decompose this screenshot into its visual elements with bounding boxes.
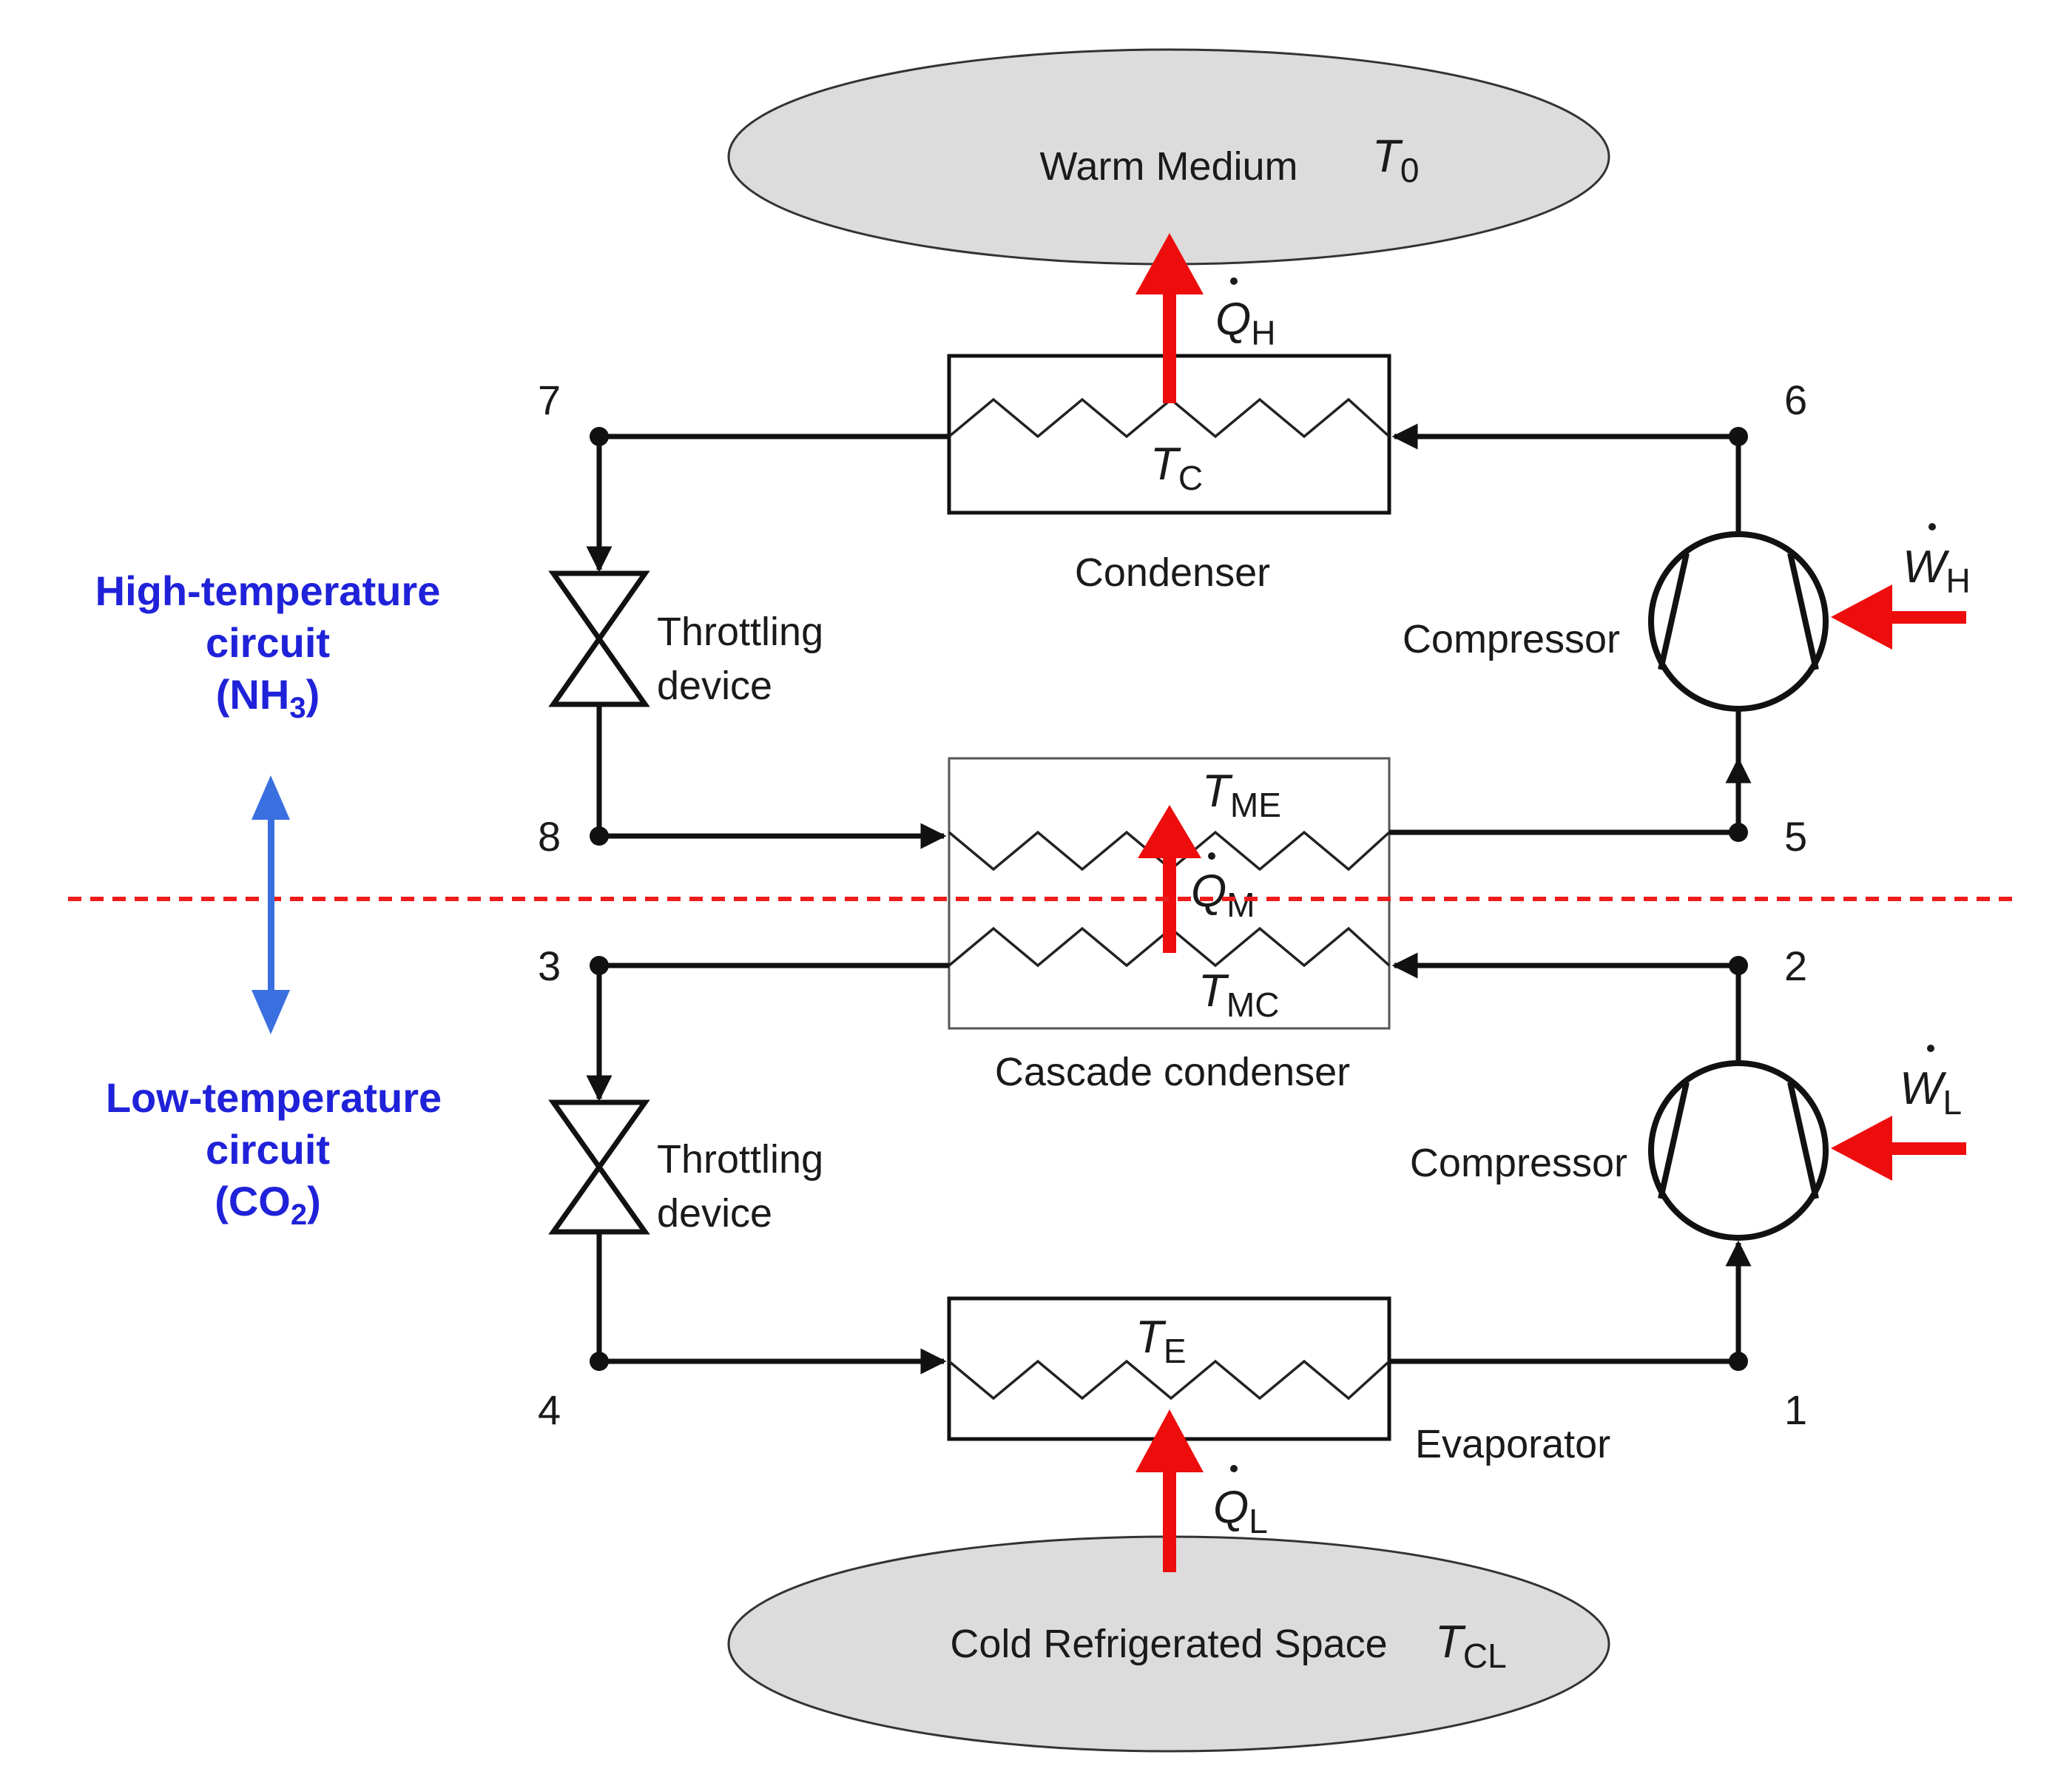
condenser-label: Condenser [1075,550,1270,595]
double-arrow-icon [252,775,290,1034]
qm-symbol: QM [1191,866,1255,924]
throttle-high-line2: device [657,664,772,708]
state-point-7: 7 [538,377,561,423]
state-point-4: 4 [538,1386,561,1433]
condenser: TC Condenser [947,354,1391,595]
state-point-8: 8 [538,813,561,860]
cold-space-label: Cold Refrigerated Space [950,1622,1387,1666]
heat-arrow-ql: QL [1135,1409,1268,1572]
compressor-high: Compressor [1403,531,1829,712]
work-low-symbol: WL [1900,1063,1962,1122]
throttle-low-line2: device [657,1191,772,1236]
cascade-temp-top: TME [1202,766,1281,824]
work-high-symbol: WH [1903,542,1971,600]
low-circuit-line2: circuit [206,1126,330,1173]
cascade-temp-bottom: TMC [1198,966,1279,1024]
low-circuit-label: Low-temperature circuit (CO2) [106,1074,442,1231]
condenser-temp: TC [1150,439,1203,497]
state-point-5: 5 [1784,813,1807,860]
work-arrow-low: WL [1831,1045,1966,1181]
cold-space-temp: TCL [1435,1617,1507,1675]
throttle-low-line1: Throttling [657,1137,823,1182]
low-circuit-line1: Low-temperature [106,1074,442,1121]
work-arrow-high: WH [1831,523,1971,650]
evaporator-temp: TE [1135,1312,1187,1370]
compressor-low: Compressor [1410,1060,1829,1241]
heat-arrow-qm: QM [1138,805,1255,953]
evaporator-label: Evaporator [1415,1422,1610,1466]
high-circuit-label: High-temperature circuit (NH3) [95,567,441,724]
cold-refrigerated-space: Cold Refrigerated Space TCL [727,1535,1610,1753]
warm-medium-temp: T0 [1372,131,1419,189]
high-circuit-line3: (NH3) [216,671,320,724]
throttle-high-line1: Throttling [657,610,823,654]
high-circuit-line2: circuit [206,619,330,666]
low-circuit-piping [586,952,1752,1375]
high-circuit-line1: High-temperature [95,567,441,614]
evaporator: TE Evaporator [947,1296,1610,1466]
warm-medium: Warm Medium T0 [727,48,1610,266]
throttle-valve-low: Throttling device [548,1099,823,1236]
heat-arrow-qh: QH [1135,233,1275,403]
state-point-labels: 1 2 3 4 5 6 7 8 [538,377,1807,1433]
cascade-condenser-label: Cascade condenser [995,1050,1350,1094]
qh-symbol: QH [1215,294,1275,352]
compressor-low-label: Compressor [1410,1141,1627,1185]
compressor-high-label: Compressor [1403,617,1620,661]
warm-medium-label: Warm Medium [1039,144,1297,189]
throttle-valve-high: Throttling device [548,570,823,708]
state-point-1: 1 [1784,1386,1807,1433]
low-circuit-line3: (CO2) [215,1178,321,1231]
state-point-3: 3 [538,943,561,989]
state-point-6: 6 [1784,377,1807,423]
ql-symbol: QL [1213,1482,1268,1540]
state-point-2: 2 [1784,943,1807,989]
high-circuit-piping [586,423,1752,849]
